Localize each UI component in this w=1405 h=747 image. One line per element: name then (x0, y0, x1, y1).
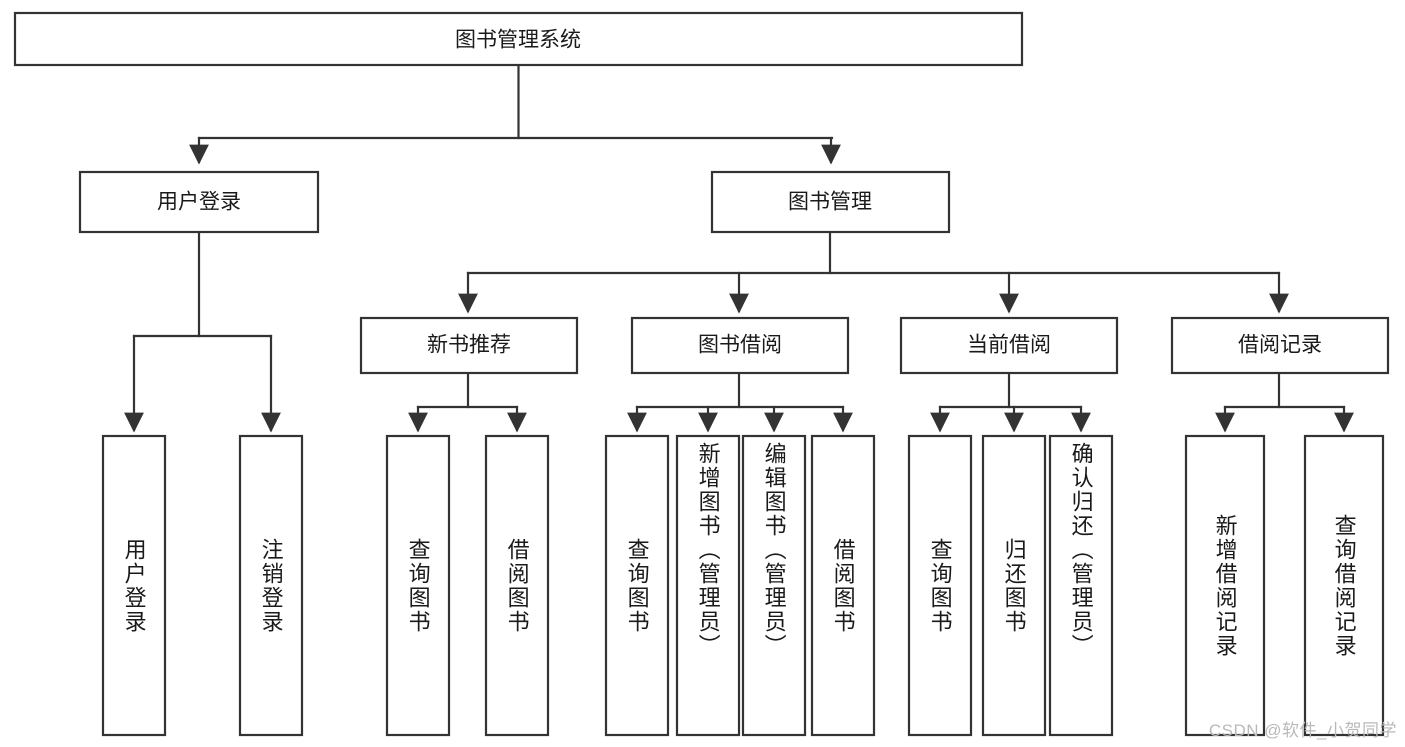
node-book-manage-label: 图书管理 (788, 191, 872, 214)
node-leaf-add-record-box[interactable] (1184, 434, 1266, 737)
node-user-login-label: 用户登录 (157, 191, 241, 214)
node-leaf-query-record-box[interactable] (1303, 434, 1385, 737)
node-leaf-user-login-box[interactable] (101, 434, 167, 737)
node-leaf-borrow-book-2-box[interactable] (810, 434, 876, 737)
node-leaf-user-logout-box[interactable] (238, 434, 304, 737)
node-book-borrow-label: 图书借阅 (698, 334, 782, 357)
node-leaf-query-book-3-box[interactable] (907, 434, 973, 737)
node-book-manage-box[interactable] (710, 170, 951, 234)
node-user-login-box[interactable] (78, 170, 320, 234)
connector-group-user-login (124, 230, 281, 433)
node-leaf-return-book-box[interactable] (981, 434, 1047, 737)
connector-group-current-borrow (930, 371, 1091, 433)
node-user-login[interactable]: 用户登录 (78, 170, 320, 234)
node-leaf-borrow-book-1-box[interactable] (484, 434, 550, 737)
connector-group-book-borrow (627, 371, 853, 433)
connector-group-root (189, 63, 841, 165)
node-book-borrow-box[interactable] (630, 316, 850, 375)
node-root[interactable]: 图书管理系统 (13, 11, 1024, 67)
connector-group-book-manage (458, 230, 1289, 314)
node-book-borrow[interactable]: 图书借阅 (630, 316, 850, 375)
node-borrow-record-label: 借阅记录 (1238, 334, 1322, 357)
node-current-borrow-label: 当前借阅 (967, 334, 1051, 357)
leaf-boxes (101, 434, 1385, 737)
connector-group-borrow-record (1215, 371, 1354, 433)
node-leaf-query-book-2-box[interactable] (604, 434, 670, 737)
node-leaf-add-book-box[interactable] (675, 434, 741, 737)
node-leaf-confirm-return-box[interactable] (1048, 434, 1114, 737)
node-book-manage[interactable]: 图书管理 (710, 170, 951, 234)
node-leaf-query-book-1-box[interactable] (385, 434, 451, 737)
node-current-borrow[interactable]: 当前借阅 (899, 316, 1119, 375)
csdn-watermark: CSDN @软件_小贺同学 (1208, 721, 1397, 740)
node-new-book-rec[interactable]: 新书推荐 (359, 316, 579, 375)
node-new-book-rec-box[interactable] (359, 316, 579, 375)
node-leaf-edit-book-box[interactable] (741, 434, 807, 737)
node-root-box[interactable] (13, 11, 1024, 67)
connector-group-new-book-rec (408, 371, 527, 433)
node-new-book-rec-label: 新书推荐 (427, 334, 511, 357)
node-borrow-record-box[interactable] (1170, 316, 1390, 375)
node-borrow-record[interactable]: 借阅记录 (1170, 316, 1390, 375)
node-root-label: 图书管理系统 (455, 29, 581, 52)
node-current-borrow-box[interactable] (899, 316, 1119, 375)
